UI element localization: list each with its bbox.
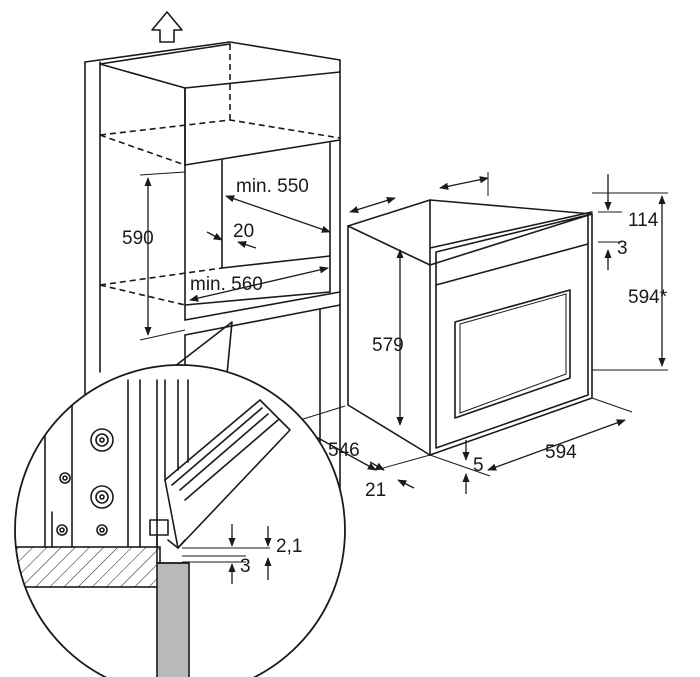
label-cabinet-height: 590 [122, 228, 154, 249]
label-cabinet-depth: min. 550 [236, 176, 309, 197]
label-oven-base: 5 [473, 455, 484, 476]
label-oven-body-height: 579 [372, 335, 404, 356]
label-oven-width: 594 [545, 442, 577, 463]
cabinet-dimensions [139, 171, 331, 341]
label-oven-panel: 3 [617, 238, 628, 259]
label-oven-height-total: 594* [628, 287, 668, 308]
label-cabinet-width: min. 560 [190, 274, 263, 295]
detail-view [14, 364, 346, 677]
label-oven-depth: 546 [328, 440, 360, 461]
oven [347, 199, 593, 456]
up-arrow-icon [151, 11, 183, 43]
oven-dimensions [299, 172, 668, 494]
detail-callout-leader [169, 321, 233, 396]
label-oven-front: 21 [365, 480, 386, 501]
label-detail-a: 2,1 [276, 536, 302, 557]
label-detail-b: 3 [240, 556, 251, 577]
label-gap: 20 [233, 221, 254, 242]
label-oven-top: 114 [628, 210, 659, 231]
